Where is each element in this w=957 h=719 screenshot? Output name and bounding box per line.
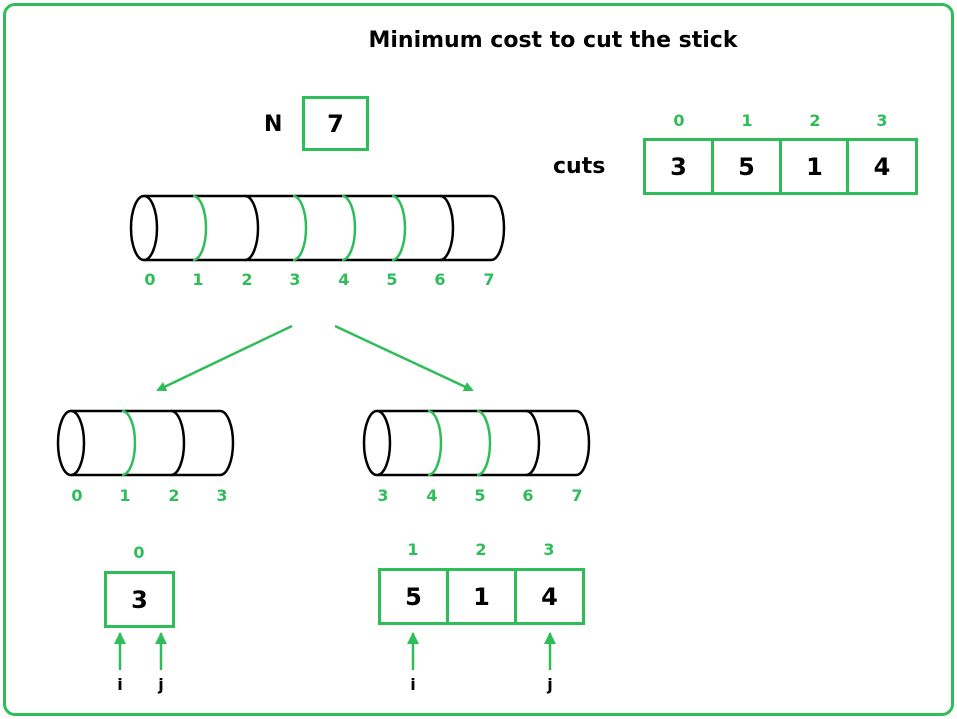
diagram-frame — [3, 3, 954, 716]
cuts-cell: 5 — [711, 138, 782, 195]
cuts-cell: 4 — [846, 138, 918, 195]
main-stick-tick: 1 — [192, 270, 204, 289]
right-i-label: i — [410, 675, 416, 694]
cuts-cell: 1 — [779, 138, 850, 195]
cuts-index: 0 — [673, 111, 685, 130]
main-stick-tick: 3 — [289, 270, 301, 289]
right-cuts-cell: 5 — [378, 568, 449, 625]
left-stick — [56, 409, 235, 477]
left-cuts-cell: 3 — [104, 571, 175, 628]
main-stick-tick: 2 — [241, 270, 253, 289]
cuts-index: 3 — [876, 111, 888, 130]
cuts-cell: 3 — [643, 138, 714, 195]
cuts-index: 2 — [809, 111, 821, 130]
right-j-label: j — [547, 675, 553, 694]
left-i-label: i — [117, 675, 123, 694]
main-stick-tick: 4 — [338, 270, 350, 289]
right-cuts-index: 2 — [475, 540, 487, 559]
left-stick-tick: 2 — [168, 486, 180, 505]
main-stick-tick: 5 — [386, 270, 398, 289]
right-cuts-cell: 4 — [514, 568, 585, 625]
main-stick-tick: 6 — [434, 270, 446, 289]
right-cuts-cell: 1 — [446, 568, 517, 625]
split-arrow-right — [334, 324, 474, 392]
main-stick — [129, 194, 506, 262]
right-cuts-index: 1 — [407, 540, 419, 559]
cuts-label: cuts — [553, 154, 606, 179]
right-stick-tick: 4 — [426, 486, 438, 505]
right-stick-tick: 3 — [377, 486, 389, 505]
left-stick-tick: 3 — [216, 486, 228, 505]
right-stick-tick: 7 — [571, 486, 583, 505]
left-stick-tick: 0 — [71, 486, 83, 505]
right-stick-tick: 5 — [474, 486, 486, 505]
left-cuts-index: 0 — [133, 543, 145, 562]
split-arrow-left — [156, 324, 293, 392]
left-j-label: j — [158, 675, 164, 694]
right-stick-tick: 6 — [522, 486, 534, 505]
left-stick-tick: 1 — [119, 486, 131, 505]
cuts-index: 1 — [741, 111, 753, 130]
n-value-box: 7 — [302, 96, 369, 151]
right-stick — [362, 409, 591, 477]
main-stick-tick: 7 — [483, 270, 495, 289]
right-cuts-index: 3 — [543, 540, 555, 559]
main-stick-tick: 0 — [144, 270, 156, 289]
diagram-title: Minimum cost to cut the stick — [368, 28, 738, 53]
n-label: N — [264, 112, 283, 137]
